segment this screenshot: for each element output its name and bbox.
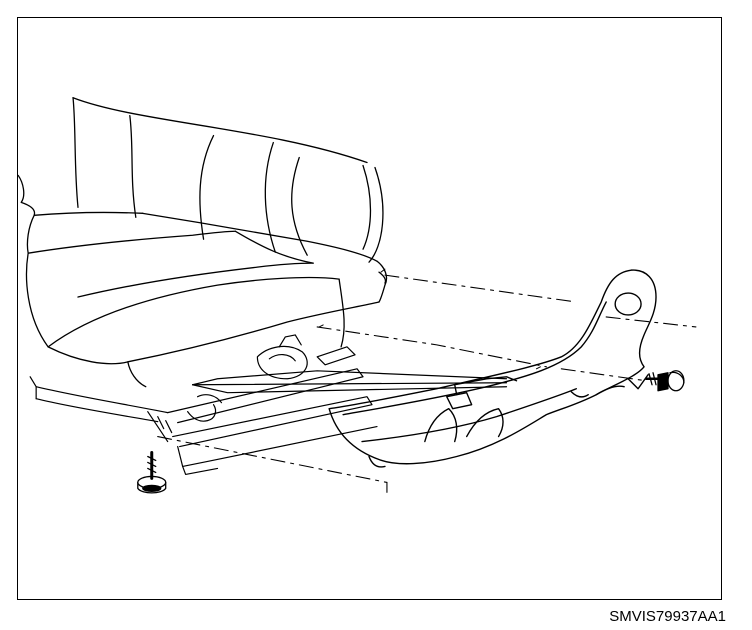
seat-back: [18, 97, 384, 263]
guide-lines: [157, 274, 697, 493]
trim-panel: [328, 269, 657, 468]
bolt-icon-lower: [137, 451, 167, 494]
seat-trim-removal-diagram: [18, 97, 697, 494]
illustration-frame: [17, 17, 722, 600]
figure-code: SMVIS79937AA1: [609, 608, 726, 625]
bolt-icon: [644, 370, 685, 392]
removal-arrow: [192, 370, 508, 394]
seat-cushion: [25, 212, 388, 388]
seat-frame-track: [29, 334, 378, 476]
reference-marks: [318, 268, 541, 370]
